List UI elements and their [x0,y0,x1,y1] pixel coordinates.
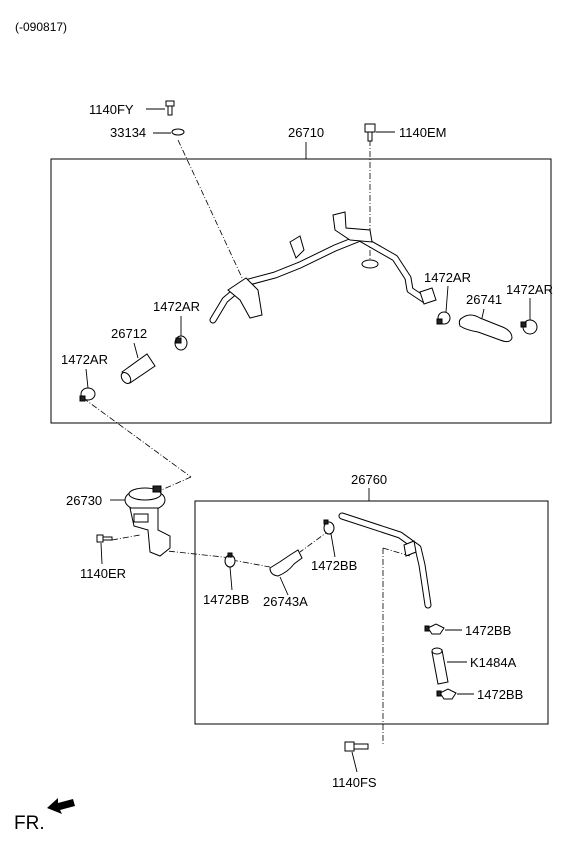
front-direction-label: FR. [14,813,45,834]
label-1140ER: 1140ER [80,566,126,581]
label-33134: 33134 [110,125,146,140]
hose-26741 [458,314,513,343]
clamp-icon-1472AR-mid [174,335,188,351]
bolt-icon-1140FY [165,100,175,116]
label-1472BB-right-a: 1472BB [465,623,511,638]
valve-26730 [124,485,171,557]
hose-26743A [269,549,303,577]
front-direction-arrow-icon [47,798,75,814]
date-code: (-090817) [15,20,67,34]
label-1140FY: 1140FY [89,102,134,117]
label-K1484A: K1484A [470,655,517,670]
bracket-center [289,235,305,259]
mount-plate [361,259,379,269]
label-26710: 26710 [288,125,324,140]
label-26743A: 26743A [263,594,308,609]
clamp-icon-1472BB-right-b [436,688,457,700]
label-1140FS: 1140FS [332,775,377,790]
label-26741: 26741 [466,292,502,307]
assembly-frame-26710 [50,158,552,424]
bracket-right [332,211,373,243]
clamp-icon-1472BB-right-a [424,623,445,635]
bracket-left [227,277,263,319]
hose-K1484A [431,647,449,685]
label-1472BB-left: 1472BB [203,592,249,607]
label-1472BB-upper: 1472BB [311,558,357,573]
o-ring-icon-33134 [171,128,185,136]
label-1472AR-mid: 1472AR [153,299,200,314]
label-1472BB-right-b: 1472BB [477,687,523,702]
pipe-assembly-26760 [338,512,432,609]
hose-26712 [120,353,156,384]
label-26730: 26730 [66,493,102,508]
pipe-end-right [419,287,437,305]
label-1140EM: 1140EM [399,125,446,140]
pipe-assembly-26710 [209,211,437,324]
label-1472AR-right-a: 1472AR [424,270,471,285]
clamp-icon-1472AR-left [79,387,96,402]
clamp-icon-1472AR-right-a [436,311,451,325]
clamp-icon-1472AR-right-b [520,319,538,335]
bolt-icon-1140FS [344,741,369,752]
label-26712: 26712 [111,326,147,341]
clamp-icon-1472BB-left [224,552,236,568]
bolt-icon-1140ER [96,534,113,543]
label-1472AR-left: 1472AR [61,352,108,367]
clamp-icon-1472BB-upper [323,519,335,535]
bolt-icon-1140EM [364,123,376,142]
assembly-frame-26760 [194,500,549,725]
label-26760: 26760 [351,472,387,487]
label-1472AR-right-b: 1472AR [506,282,553,297]
